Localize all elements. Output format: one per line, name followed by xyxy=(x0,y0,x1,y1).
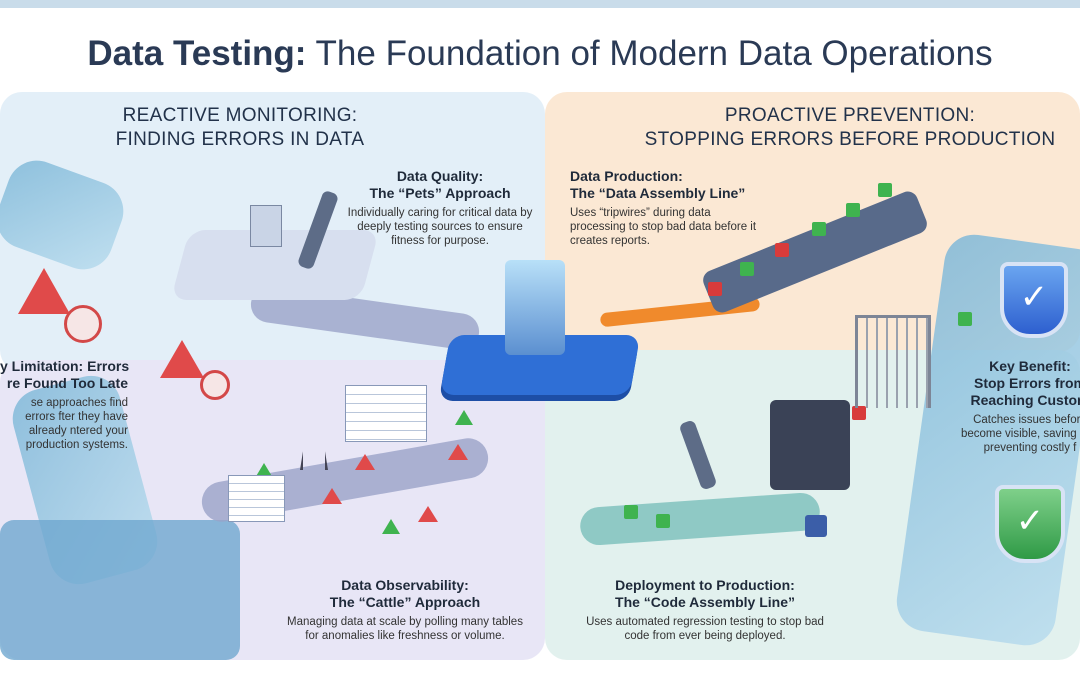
assembly-subtitle: The “Data Assembly Line” xyxy=(570,185,746,201)
water-pool xyxy=(0,520,240,660)
deployment-title: Deployment to Production: xyxy=(615,577,795,593)
observability-description: Managing data at scale by polling many t… xyxy=(287,616,523,642)
assembly-description: Uses “tripwires” during data processing … xyxy=(570,207,757,247)
warning-icon xyxy=(448,444,468,460)
deployment-description: Uses automated regression testing to sto… xyxy=(586,616,824,642)
proactive-heading: PROACTIVE PREVENTION: STOPPING ERRORS BE… xyxy=(630,104,1070,152)
server-icon xyxy=(250,205,282,247)
code-terminal xyxy=(770,400,850,490)
observability-subtitle: The “Cattle” Approach xyxy=(329,594,481,610)
ok-triangle-icon xyxy=(255,463,273,478)
proactive-title: PROACTIVE PREVENTION: xyxy=(724,105,976,126)
title-bold: Data Testing: xyxy=(87,34,307,73)
green-data-cube xyxy=(740,262,754,276)
page-title: Data Testing: The Foundation of Modern D… xyxy=(0,34,1080,74)
green-data-cube xyxy=(812,222,826,236)
observability-block: Data Observability: The “Cattle” Approac… xyxy=(285,577,525,643)
data-table-grid xyxy=(345,385,427,442)
warning-icon xyxy=(160,340,204,378)
ok-triangle-icon xyxy=(382,519,400,534)
benefit-subtitle: Stop Errors from xyxy=(973,375,1080,391)
warning-icon xyxy=(418,506,438,522)
red-data-cube xyxy=(852,406,866,420)
tripwire-gate xyxy=(855,315,931,408)
limitation-description: se approaches find errors fter they have… xyxy=(25,397,128,451)
green-data-cube xyxy=(846,203,860,217)
reactive-subtitle: FINDING ERRORS IN DATA xyxy=(115,129,365,150)
benefit-subtitle-2: Reaching Custom xyxy=(970,392,1080,408)
data-table-grid xyxy=(228,475,285,522)
clock-icon xyxy=(200,370,230,400)
limitation-title: y Limitation: Errors xyxy=(0,358,130,374)
limitation-block: y Limitation: Errors re Found Too Late s… xyxy=(0,358,130,452)
benefit-description: Catches issues before become visible, sa… xyxy=(960,414,1080,454)
shield-check-icon: ✓ xyxy=(995,485,1065,563)
chip-icon xyxy=(805,515,827,537)
title-rest: The Foundation of Modern Data Operations xyxy=(306,34,993,73)
green-data-cube xyxy=(958,312,972,326)
shield-check-icon: ✓ xyxy=(1000,262,1068,338)
clock-icon xyxy=(64,305,102,343)
reactive-title: REACTIVE MONITORING: xyxy=(122,105,358,126)
pets-title: Data Quality: xyxy=(396,168,484,184)
pets-subtitle: The “Pets” Approach xyxy=(369,185,511,201)
pets-block: Data Quality: The “Pets” Approach Indivi… xyxy=(340,168,540,248)
deployment-block: Deployment to Production: The “Code Asse… xyxy=(585,577,825,643)
green-data-cube xyxy=(624,505,638,519)
pets-description: Individually caring for critical data by… xyxy=(347,207,533,247)
benefit-title: Key Benefit: xyxy=(989,358,1071,374)
observability-title: Data Observability: xyxy=(341,577,469,593)
warning-icon xyxy=(322,488,342,504)
green-data-cube xyxy=(878,183,892,197)
ok-triangle-icon xyxy=(455,410,473,425)
benefit-block: Key Benefit: Stop Errors from Reaching C… xyxy=(960,358,1080,455)
top-border xyxy=(0,0,1080,8)
green-data-cube xyxy=(656,514,670,528)
reactive-heading: REACTIVE MONITORING: FINDING ERRORS IN D… xyxy=(90,104,390,152)
deployment-subtitle: The “Code Assembly Line” xyxy=(615,594,795,610)
red-data-cube xyxy=(708,282,722,296)
assembly-title: Data Production: xyxy=(570,168,683,184)
limitation-subtitle: re Found Too Late xyxy=(6,375,128,391)
warning-icon xyxy=(18,268,70,314)
assembly-block: Data Production: The “Data Assembly Line… xyxy=(570,168,760,248)
proactive-subtitle: STOPPING ERRORS BEFORE PRODUCTION xyxy=(644,129,1056,150)
central-hub-tower xyxy=(505,260,565,355)
red-data-cube xyxy=(775,243,789,257)
warning-icon xyxy=(355,454,375,470)
